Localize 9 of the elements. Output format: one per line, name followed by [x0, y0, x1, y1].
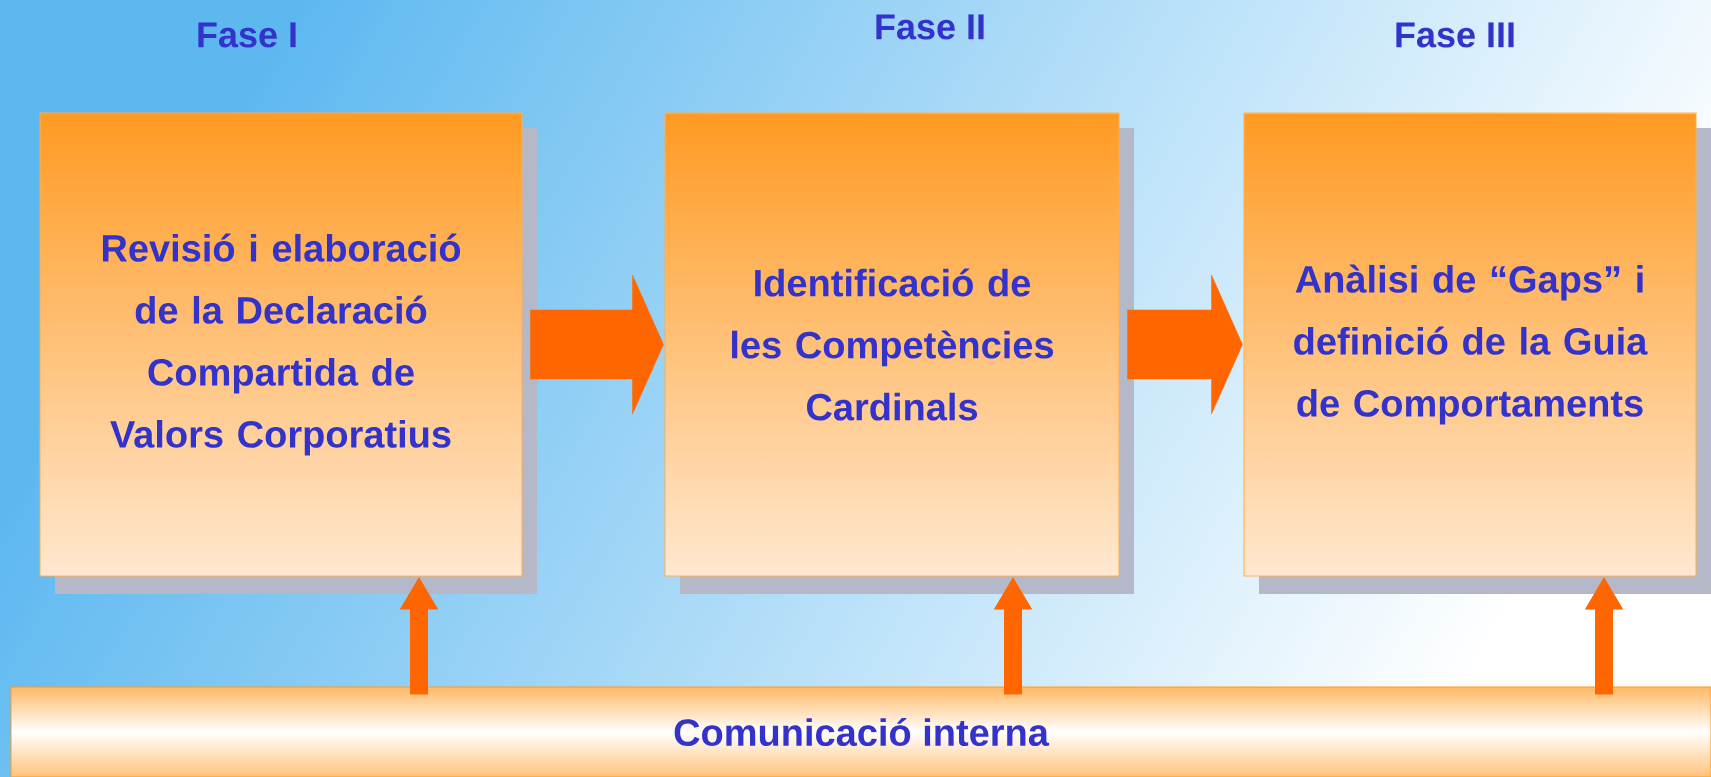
phase-heading: Fase II	[876, 14, 984, 40]
block-arrow	[530, 274, 664, 415]
phase-heading: Fase III	[1396, 22, 1514, 48]
block-arrow	[1127, 274, 1243, 415]
phase-heading: Fase I	[198, 22, 296, 48]
process-box: Anàlisi de “Gaps” i definició de la Guia de Comportaments	[1243, 112, 1711, 594]
process-box: Revisió i elaboració de la Declaració Compartida de Valors Corporatius	[39, 112, 537, 594]
band: Comunicació interna	[10, 686, 1711, 777]
process-box: Identificació de les Competències Cardinals	[664, 112, 1134, 594]
